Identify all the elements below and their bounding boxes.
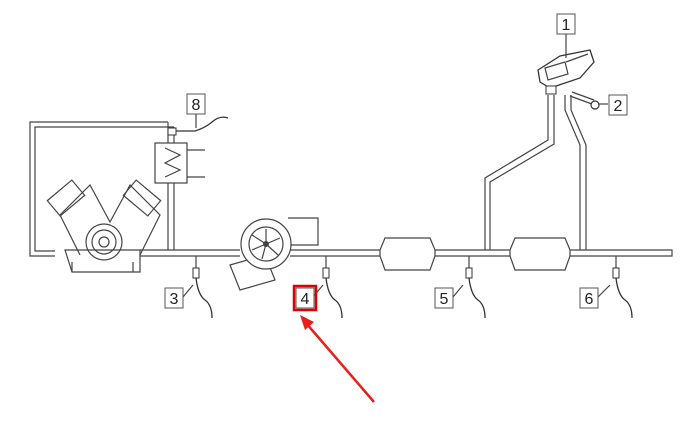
egr-loop	[29, 121, 174, 257]
pressure-sensor-icon	[537, 49, 600, 110]
temperature-sensor-8-icon	[167, 116, 229, 136]
callout-1-label: 1	[562, 17, 571, 34]
engine-block-icon	[46, 179, 162, 273]
heat-exchanger-icon	[154, 142, 205, 184]
particulate-filter-icon	[509, 237, 571, 271]
callout-8-label: 8	[192, 97, 201, 114]
temperature-sensor-5-icon	[465, 256, 486, 319]
pressure-lines	[484, 95, 587, 250]
callout-4-label: 4	[301, 291, 310, 308]
callout-3-label: 3	[170, 291, 179, 308]
catalytic-converter-icon	[379, 237, 436, 271]
temperature-sensor-4-icon	[322, 256, 343, 319]
callout-2-label: 2	[614, 98, 623, 115]
temperature-sensor-6-icon	[612, 256, 633, 319]
callout-5-label: 5	[440, 291, 449, 308]
callout-8: 8	[186, 93, 206, 115]
red-arrow-icon	[300, 315, 375, 403]
callout-5: 5	[434, 287, 454, 309]
main-exhaust-pipe	[140, 249, 673, 257]
leader-lines	[182, 34, 611, 298]
turbocharger-icon	[229, 217, 319, 291]
callout-2: 2	[608, 94, 628, 116]
egr-riser	[167, 122, 175, 250]
callout-4-highlight	[292, 284, 318, 312]
callout-1: 1	[556, 13, 576, 35]
callout-6-label: 6	[585, 291, 594, 308]
temperature-sensor-3-icon	[192, 256, 213, 319]
callout-6: 6	[579, 287, 599, 309]
callout-4: 4	[292, 284, 318, 312]
callout-3: 3	[164, 287, 184, 309]
